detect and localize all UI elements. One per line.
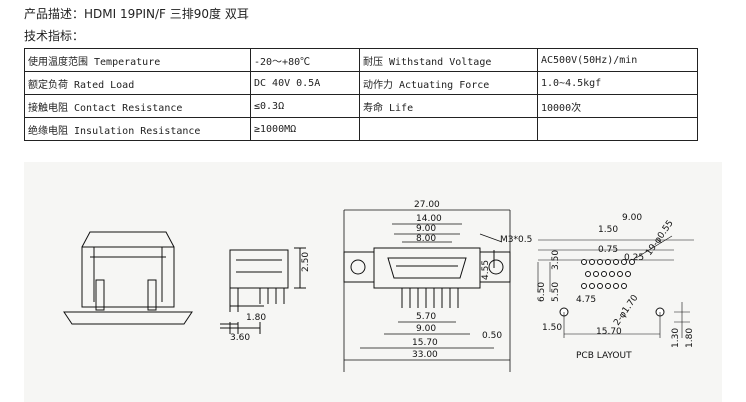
spec-heading: 技术指标： — [24, 29, 85, 43]
dim-side-2: 3.60 — [230, 333, 250, 343]
dim-pcb-left-0: 3.50 — [551, 250, 561, 270]
dim-side-height: 2.50 — [301, 252, 311, 272]
dim-front-top-2: 9.00 — [416, 224, 436, 234]
dim-front-offset: 0.50 — [482, 331, 502, 341]
dim-front-bottom-3: 33.00 — [412, 350, 438, 360]
dim-front-bottom-1: 9.00 — [416, 324, 436, 334]
table-row: 额定负荷 Rated Load DC 40V 0.5A 动作力 Actuatin… — [24, 71, 698, 95]
dim-pcb-right-0: 1.30 — [671, 328, 681, 348]
dim-front-bottom-2: 15.70 — [412, 338, 438, 348]
dim-pcb-right-1: 1.80 — [685, 328, 695, 348]
spec-table: 使用温度范围 Temperature -20～+80℃ 耐压 Withstand… — [24, 48, 698, 141]
dim-front-screw: M3*0.5 — [500, 235, 532, 245]
spec-value: AC500V(50Hz)/min — [537, 48, 698, 72]
spec-value: ≤0.3Ω — [250, 94, 360, 118]
spec-label: 绝缘电阻 Insulation Resistance — [24, 117, 251, 141]
spec-label: 额定负荷 Rated Load — [24, 71, 251, 95]
spec-label: 寿命 Life — [359, 94, 538, 118]
spec-value: 1.0~4.5kgf — [537, 71, 698, 95]
dim-pcb-top-2: 0.75 — [598, 245, 618, 255]
dim-pcb-top-0: 9.00 — [622, 213, 642, 223]
table-row: 接触电阻 Contact Resistance ≤0.3Ω 寿命 Life 10… — [24, 94, 698, 118]
spec-value: DC 40V 0.5A — [250, 71, 360, 95]
table-row: 绝缘电阻 Insulation Resistance ≥1000MΩ — [24, 117, 698, 141]
dim-pcb-top-1: 1.50 — [598, 225, 618, 235]
dim-front-top-1: 14.00 — [416, 214, 442, 224]
dim-pcb-bottom-0: 1.50 — [542, 323, 562, 333]
technical-drawing: 2.50 1.80 3.60 27.00 14.00 9.00 8.00 M3*… — [24, 162, 722, 402]
spec-value: -20～+80℃ — [250, 48, 360, 72]
dim-pcb-left-2: 5.50 — [551, 282, 561, 302]
dim-front-top-0: 27.00 — [414, 200, 440, 210]
spec-value — [537, 117, 698, 141]
dim-front-right: 4.55 — [481, 260, 491, 280]
table-row: 使用温度范围 Temperature -20～+80℃ 耐压 Withstand… — [24, 48, 698, 72]
front-view-drawing — [343, 209, 511, 372]
dim-pcb-hole: 2-φ1.70 — [612, 293, 640, 328]
side-view-drawing — [220, 247, 306, 334]
pcb-layout-label: PCB LAYOUT — [576, 351, 632, 361]
dim-pcb-bottom-1: 15.70 — [596, 327, 622, 337]
dim-pcb-mid: 4.75 — [576, 295, 596, 305]
spec-value: ≥1000MΩ — [250, 117, 360, 141]
spec-label: 接触电阻 Contact Resistance — [24, 94, 251, 118]
spec-label — [359, 117, 538, 141]
dim-front-top-3: 8.00 — [416, 234, 436, 244]
pcb-layout-drawing — [537, 235, 694, 338]
spec-label: 动作力 Actuating Force — [359, 71, 538, 95]
spec-label: 使用温度范围 Temperature — [24, 48, 251, 72]
dim-pcb-top-3: 0.25 — [624, 253, 644, 263]
dim-side-1: 1.80 — [246, 313, 266, 323]
spec-label: 耐压 Withstand Voltage — [359, 48, 538, 72]
spec-value: 10000次 — [537, 94, 698, 118]
dim-front-bottom-0: 5.70 — [416, 312, 436, 322]
dim-pcb-angle: 19-φ0.55 — [644, 219, 676, 258]
rear-view-drawing — [63, 231, 193, 325]
dim-pcb-left-1: 6.50 — [537, 282, 547, 302]
dimension-labels: 2.50 1.80 3.60 27.00 14.00 9.00 8.00 M3*… — [230, 200, 695, 361]
product-description: 产品描述：HDMI 19PIN/F 三排90度 双耳 — [24, 7, 249, 21]
